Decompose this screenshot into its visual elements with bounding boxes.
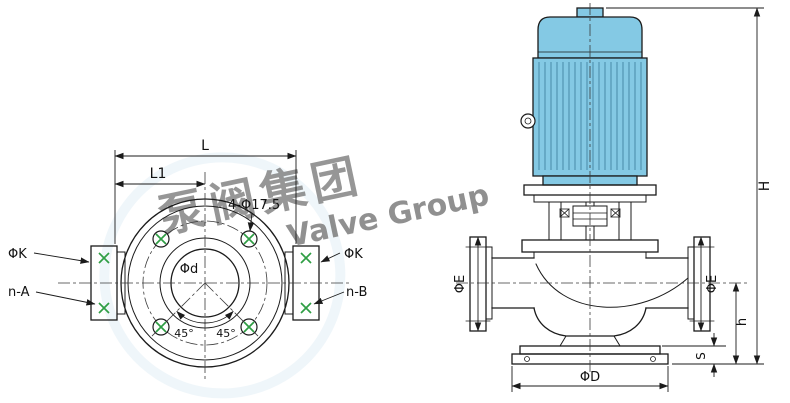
dim-L1-label: L1 <box>150 166 167 182</box>
pipe-walls <box>491 257 689 309</box>
dim-phiE-left-label: ΦE <box>453 275 468 293</box>
bolt-note: 4-Φ17.5 <box>228 198 280 232</box>
dim-K-right: ΦK <box>320 247 363 263</box>
watermark-circle <box>99 152 346 399</box>
motor-fan-cover <box>537 16 643 59</box>
coupling <box>572 205 608 227</box>
dim-nB-label: n-B <box>346 285 367 300</box>
dim-L1: L1 <box>114 166 206 188</box>
motor-fins <box>538 62 642 170</box>
lifting-eye-hole <box>524 117 532 125</box>
dim-nA: n-A <box>8 285 96 306</box>
casing-joints <box>533 251 647 259</box>
motor <box>520 7 648 186</box>
dim-phiE-right: ΦE <box>697 236 720 332</box>
dim-K-left: ΦK <box>8 247 90 264</box>
dim-phiD: ΦD <box>511 366 669 392</box>
coupling-bolt-right-cross-icon <box>610 208 621 218</box>
angle-arc-right <box>204 310 234 324</box>
anchor-hole-left <box>524 356 530 362</box>
pedestal-legs <box>559 335 621 347</box>
coupling-bolt-right <box>610 208 621 218</box>
dim-h: h <box>732 282 750 365</box>
anchor-hole-right <box>650 356 656 362</box>
dim-nA-label: n-A <box>8 285 30 300</box>
dim-S-label: S <box>694 352 708 360</box>
bracket-pillar-right <box>618 201 632 241</box>
dim-phiE-right-label: ΦE <box>705 275 720 293</box>
dim-h-label: h <box>735 318 750 326</box>
bracket-pillar-left <box>548 201 562 241</box>
dim-H-label: H <box>757 181 773 192</box>
dim-L-label: L <box>201 138 209 154</box>
dim-H: H <box>606 7 773 365</box>
dim-phiE-left: ΦE <box>453 236 482 332</box>
dim-d-label: Φd <box>180 262 198 277</box>
coupling-bolt-left <box>559 208 570 218</box>
angle-arc-left <box>176 310 206 324</box>
bolt-note-label: 4-Φ17.5 <box>228 198 280 213</box>
coupling-bolt-left-cross-icon <box>559 208 570 218</box>
volute-spiral <box>535 263 689 308</box>
side-view: H ΦE ΦE h S ΦD <box>453 3 773 392</box>
pump-shaft <box>585 201 595 241</box>
dim-K-left-label: ΦK <box>8 247 27 262</box>
dim-L: L <box>114 138 297 244</box>
lifting-eye-icon <box>520 113 536 129</box>
dim-S: S <box>662 333 726 377</box>
top-view: 45° 45° L L1 4-Φ17.5 Φd <box>8 138 367 380</box>
dim-K-right-label: ΦK <box>344 247 363 262</box>
angle-left-label: 45° <box>174 327 194 340</box>
angle-right-label: 45° <box>216 327 236 340</box>
green-bolt-marks <box>98 233 312 333</box>
dim-phiD-label: ΦD <box>580 370 600 385</box>
watermark: 泵阀集团 Valve Group <box>99 148 492 399</box>
dim-nB: n-B <box>313 285 367 305</box>
